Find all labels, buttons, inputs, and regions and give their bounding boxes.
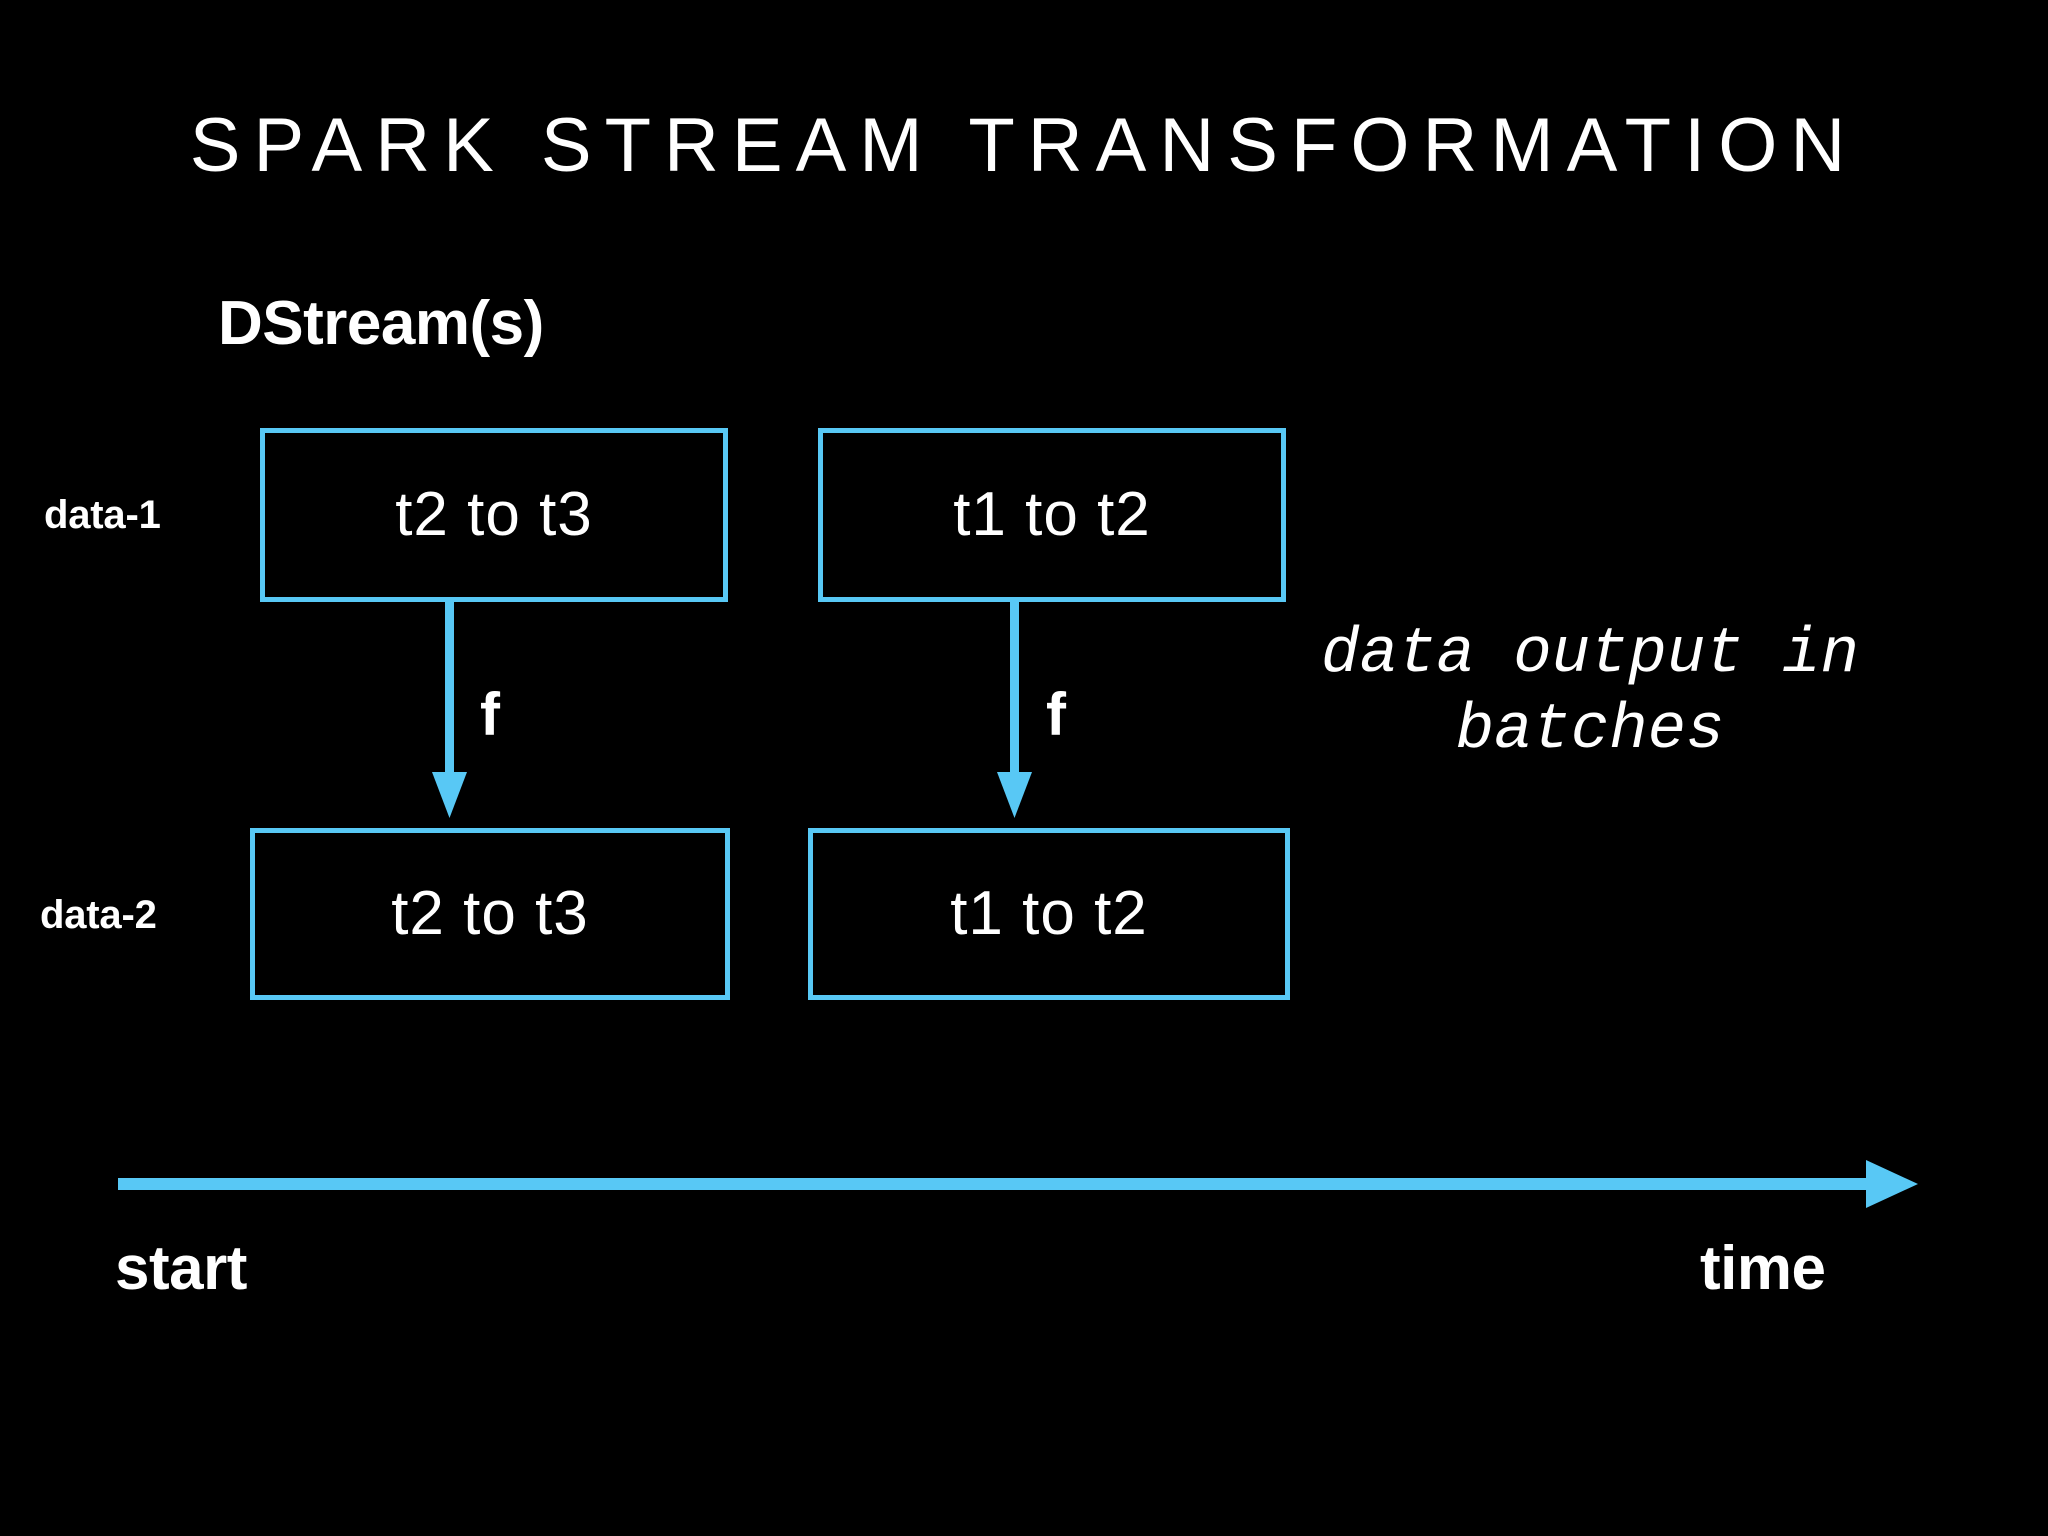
input-batch-box-left: t2 to t3: [260, 428, 728, 602]
row-label-data-2: data-2: [40, 893, 157, 937]
timeline-arrow-right-icon: [118, 1160, 1918, 1208]
transform-arrow-down-left-icon: [432, 600, 467, 818]
transform-function-label-right: f: [1046, 681, 1066, 748]
batches-annotation-line-1: data output in: [1321, 619, 1859, 691]
dstream-heading: DStream(s): [218, 289, 544, 358]
transform-arrow-down-right-icon: [997, 600, 1032, 818]
output-batch-box-right-label: t1 to t2: [950, 879, 1148, 948]
batches-annotation-line-2: batches: [1455, 694, 1725, 767]
timeline-end-label: time: [1700, 1234, 1826, 1303]
input-batch-box-right-label: t1 to t2: [953, 480, 1151, 549]
output-batch-box-right: t1 to t2: [808, 828, 1290, 1000]
input-batch-box-right: t1 to t2: [818, 428, 1286, 602]
output-batch-box-left: t2 to t3: [250, 828, 730, 1000]
input-batch-box-left-label: t2 to t3: [395, 480, 593, 549]
timeline-start-label: start: [115, 1234, 247, 1303]
row-label-data-1: data-1: [44, 493, 161, 537]
transform-function-label-left: f: [480, 681, 500, 748]
batches-annotation: data output in batches: [1200, 618, 1980, 769]
output-batch-box-left-label: t2 to t3: [391, 879, 589, 948]
page-title: SPARK STREAM TRANSFORMATION: [189, 103, 1859, 188]
